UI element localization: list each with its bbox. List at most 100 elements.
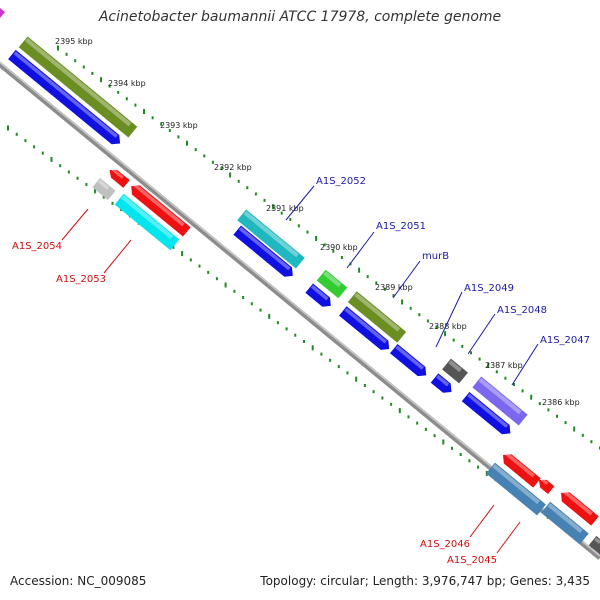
- label-leader: [346, 231, 375, 269]
- gene-label-A1S_2048[interactable]: A1S_2048: [497, 305, 547, 316]
- cds-block-blue-shine: [238, 226, 291, 271]
- tick-mark: [76, 176, 79, 180]
- gene-block-green[interactable]: [316, 269, 348, 299]
- gene-label-A1S_2051[interactable]: A1S_2051: [376, 221, 426, 232]
- tick-mark: [337, 365, 340, 369]
- tick-mark: [254, 192, 257, 196]
- tick-mark: [461, 344, 464, 348]
- gene-label-A1S_2054[interactable]: A1S_2054: [12, 241, 62, 252]
- tick-mark: [297, 224, 300, 228]
- cds-block-blue[interactable]: [389, 344, 430, 380]
- cds-block-red[interactable]: [557, 488, 599, 526]
- gene-block-olive[interactable]: [347, 291, 407, 343]
- tick-mark: [390, 402, 393, 406]
- tick-mark: [67, 170, 70, 174]
- gene-block-purple[interactable]: [472, 376, 528, 426]
- length-label: Length:: [372, 574, 419, 588]
- cds-block-red-body: [503, 454, 541, 488]
- tick-mark: [407, 415, 410, 419]
- tick-mark: [211, 160, 214, 164]
- tick-mark: [181, 251, 184, 257]
- gene-block-steel[interactable]: [486, 462, 546, 516]
- tick-mark: [564, 421, 567, 425]
- tick-mark: [65, 52, 68, 56]
- cds-block-blue-body: [233, 225, 293, 277]
- gene-block-steel[interactable]: [541, 501, 589, 545]
- tick-mark: [538, 402, 541, 406]
- gene-label-murB[interactable]: murB: [422, 251, 449, 262]
- tick-mark: [172, 245, 175, 249]
- tick-mark: [381, 396, 384, 400]
- cds-block-blue-shine: [467, 393, 509, 428]
- tick-mark: [426, 319, 429, 323]
- cds-block-blue[interactable]: [8, 49, 124, 148]
- cds-block-blue-body: [305, 283, 331, 307]
- tick-mark: [50, 156, 53, 162]
- scale-label: 2389 kbp: [375, 283, 413, 292]
- tick-mark: [320, 352, 323, 356]
- tick-mark: [143, 109, 145, 114]
- cds-block-red[interactable]: [499, 450, 541, 488]
- tick-mark: [82, 65, 85, 69]
- cds-block-red[interactable]: [106, 166, 130, 188]
- gene-block-steel-body: [486, 462, 546, 516]
- tick-mark: [372, 390, 375, 394]
- cds-block-blue[interactable]: [233, 225, 296, 281]
- gene-block-steel-body: [541, 501, 589, 545]
- cds-block-blue[interactable]: [305, 283, 334, 310]
- gene-label-A1S_2049[interactable]: A1S_2049: [464, 283, 514, 294]
- gene-label-A1S_2052[interactable]: A1S_2052: [316, 176, 366, 187]
- tick-mark: [442, 439, 445, 445]
- label-leader: [467, 313, 496, 355]
- tick-mark: [398, 408, 401, 414]
- gene-label-A1S_2053[interactable]: A1S_2053: [56, 274, 106, 285]
- gene-label-A1S_2045[interactable]: A1S_2045: [447, 555, 497, 566]
- feature-marker: [0, 8, 5, 18]
- tick-mark: [111, 201, 114, 205]
- gene-block-olive-shine: [354, 292, 401, 332]
- gene-block-gray[interactable]: [92, 178, 116, 200]
- gene-block-cyan[interactable]: [114, 193, 180, 251]
- cds-block-red[interactable]: [536, 476, 555, 494]
- tick-mark: [151, 116, 154, 120]
- tick-mark: [259, 308, 262, 312]
- feature-track: [8, 36, 600, 555]
- tick-mark: [358, 267, 361, 273]
- tick-mark: [556, 414, 558, 418]
- tick-mark: [590, 440, 593, 444]
- gene-block-dark[interactable]: [588, 535, 600, 555]
- tick-mark: [41, 151, 44, 155]
- tick-mark: [272, 204, 275, 210]
- cds-block-blue-shine: [395, 345, 424, 370]
- cds-block-red[interactable]: [127, 182, 191, 237]
- tick-mark: [237, 179, 240, 183]
- accession-label: Accession:: [10, 574, 74, 588]
- gene-block-cyan[interactable]: [237, 209, 305, 269]
- tick-mark: [477, 465, 480, 469]
- cds-block-blue-shine: [436, 374, 450, 387]
- cds-block-blue-body: [389, 344, 427, 377]
- gene-block-gray[interactable]: [442, 358, 468, 384]
- genome-title: Acinetobacter baumannii ATCC 17978, comp…: [98, 9, 502, 25]
- cds-block-blue[interactable]: [461, 391, 514, 438]
- gene-block-olive[interactable]: [18, 36, 138, 138]
- cds-block-red-body: [109, 169, 130, 188]
- tick-mark: [306, 230, 309, 234]
- cds-block-blue[interactable]: [430, 373, 456, 396]
- cds-block-blue-body: [430, 373, 452, 393]
- tick-mark: [7, 125, 9, 131]
- tick-mark: [24, 139, 27, 143]
- tick-mark: [280, 211, 283, 215]
- tick-mark: [459, 453, 462, 456]
- forward-gene-labels: A1S_2052 A1S_2051 murB A1S_2049 A1S_2048…: [285, 176, 590, 386]
- tick-mark: [346, 371, 349, 375]
- gene-label-A1S_2046[interactable]: A1S_2046: [420, 539, 470, 550]
- tick-mark: [366, 275, 369, 279]
- reverse-gene-labels: A1S_2054 A1S_2053 A1S_2046 A1S_2045: [12, 208, 521, 566]
- gene-block-cyan-body: [237, 209, 305, 269]
- tick-mark: [268, 313, 271, 319]
- tick-mark: [521, 389, 524, 393]
- tick-mark: [401, 299, 404, 305]
- cds-block-blue[interactable]: [339, 306, 393, 353]
- gene-label-A1S_2047[interactable]: A1S_2047: [540, 335, 590, 346]
